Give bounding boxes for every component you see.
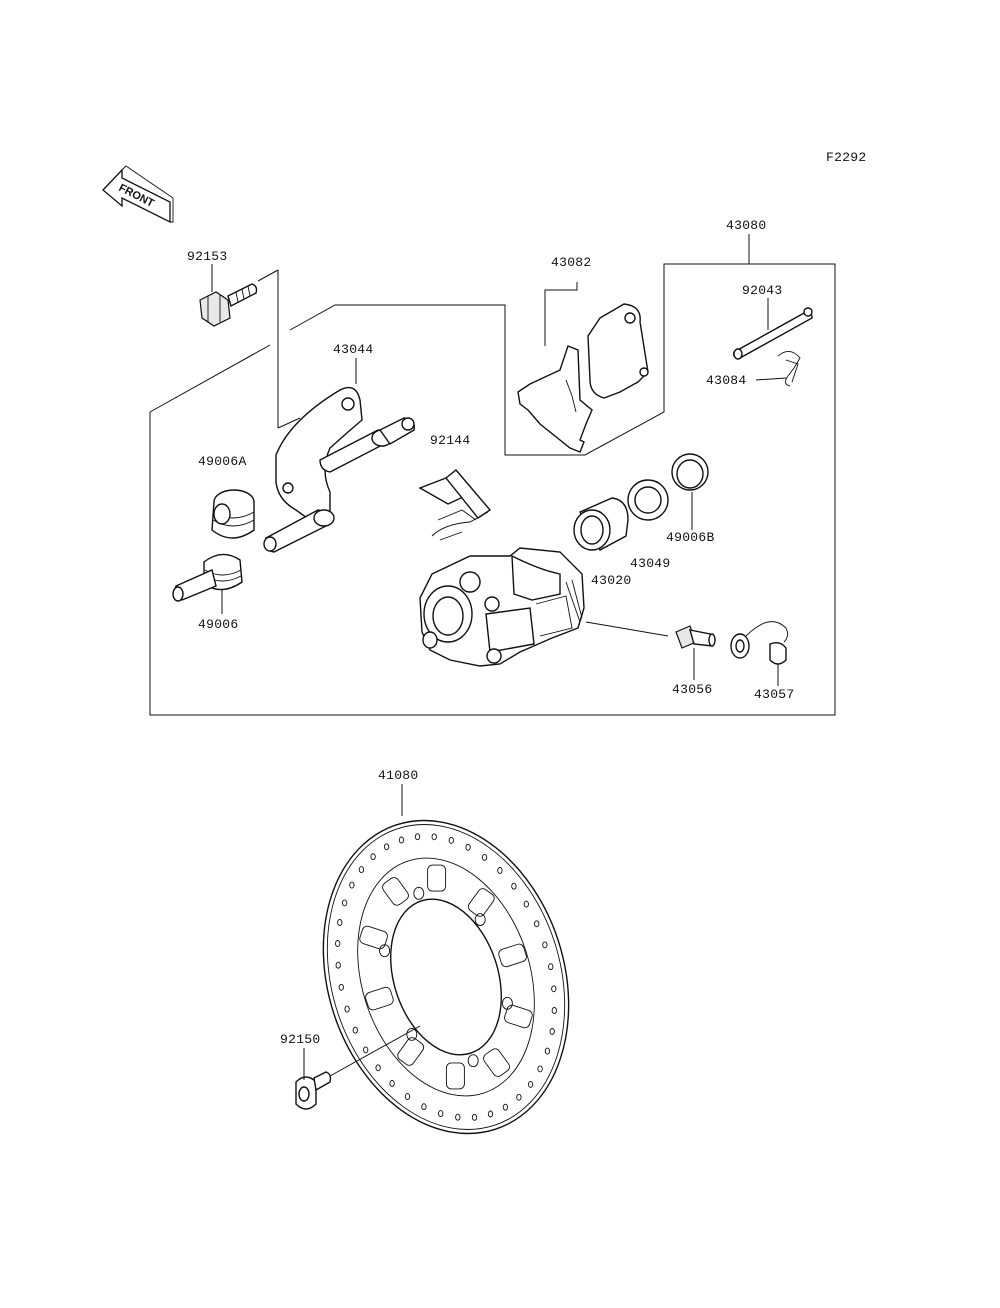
disc-hole — [455, 1113, 461, 1121]
label-43056: 43056 — [672, 682, 713, 697]
disc-hole — [544, 1047, 551, 1055]
disc-hole — [487, 1110, 494, 1118]
disc-bolt-hole — [467, 1054, 479, 1068]
disc-hole — [421, 1103, 427, 1111]
figure-code: F2292 — [826, 150, 867, 165]
pin-92043 — [732, 307, 813, 360]
cap-43057 — [730, 621, 789, 665]
disc-hole — [349, 881, 355, 889]
label-41080: 41080 — [378, 768, 419, 783]
bolt-92150 — [295, 1071, 332, 1110]
disc-vent-window — [467, 888, 495, 917]
disc-bolt-hole — [474, 913, 486, 927]
bracket-43044 — [263, 386, 415, 553]
disc-vent-window — [382, 877, 409, 906]
disc-vent-window — [483, 1048, 510, 1077]
disc-bolt-hole — [501, 996, 513, 1010]
leader-43020 — [585, 621, 669, 637]
label-43057: 43057 — [754, 687, 795, 702]
leader-43082 — [544, 282, 578, 346]
disc-hole — [551, 1007, 557, 1014]
label-43082: 43082 — [551, 255, 592, 270]
disc-hole — [341, 899, 348, 907]
leader-92150-to-disc — [329, 1025, 421, 1077]
disc-vent-window — [498, 943, 527, 968]
disc-hole — [335, 961, 341, 969]
label-43080: 43080 — [726, 218, 767, 233]
label-49006b: 49006B — [666, 530, 715, 545]
caliper-group-frame — [149, 263, 836, 716]
disc-hole — [549, 1028, 555, 1035]
boot-49006a — [211, 489, 255, 539]
disc-hole — [537, 1065, 543, 1073]
disc-hole — [335, 940, 341, 947]
label-92043: 92043 — [742, 283, 783, 298]
disc-hole — [370, 853, 376, 861]
disc-hole — [383, 843, 390, 851]
bolt-leader — [257, 269, 301, 429]
disc-vent-window — [445, 1062, 465, 1090]
disc-hole — [502, 1103, 509, 1111]
disc-bolt-hole — [379, 944, 391, 958]
disc-vent-window — [397, 1037, 425, 1066]
disc-hole — [344, 1005, 350, 1013]
spring-92144 — [418, 469, 492, 541]
disc-vent-window — [359, 925, 388, 950]
disc-hole — [438, 1110, 444, 1118]
disc-hole — [527, 1080, 534, 1088]
disc-hole — [389, 1080, 395, 1087]
leader-43084 — [755, 377, 787, 381]
disc-bolt-hole — [406, 1027, 418, 1041]
disc-hole — [414, 833, 421, 841]
disc-hole — [465, 843, 471, 851]
disc-hole — [497, 867, 503, 874]
disc-vent-window — [504, 1004, 533, 1029]
disc-hole — [471, 1113, 478, 1121]
clip-43084 — [777, 351, 801, 387]
front-arrow-icon: FRONT — [102, 165, 174, 224]
disc-hole — [548, 963, 554, 971]
disc-hole — [481, 853, 488, 861]
brake-pads-43082 — [517, 303, 649, 453]
disc-hole — [337, 919, 343, 926]
bleeder-43056 — [675, 625, 716, 649]
disc-hole — [448, 836, 454, 844]
disc-bolt-hole — [413, 886, 425, 900]
label-92150: 92150 — [280, 1032, 321, 1047]
disc-hole — [352, 1026, 358, 1034]
label-92153: 92153 — [187, 249, 228, 264]
label-43020: 43020 — [591, 573, 632, 588]
disc-hole — [542, 941, 548, 949]
label-92144: 92144 — [430, 433, 471, 448]
boot-49006 — [172, 553, 243, 602]
disc-hole — [363, 1046, 369, 1054]
disc-hole — [398, 836, 405, 844]
seal-ring — [627, 479, 669, 521]
disc-hole — [551, 985, 557, 993]
disc-hole — [375, 1064, 381, 1072]
label-43049: 43049 — [630, 556, 671, 571]
disc-hole — [404, 1093, 411, 1101]
brake-disc-41080 — [322, 819, 570, 1135]
disc-hole — [358, 866, 365, 874]
disc-hole — [516, 1093, 522, 1101]
disc-hole — [338, 983, 344, 991]
disc-hole — [534, 920, 540, 928]
disc-vent-window — [427, 864, 447, 892]
seal-49006b — [671, 453, 709, 491]
disc-hole — [523, 900, 529, 908]
label-43084: 43084 — [706, 373, 747, 388]
bolt-92153 — [199, 283, 258, 327]
label-49006a: 49006A — [198, 454, 247, 469]
label-49006: 49006 — [198, 617, 239, 632]
disc-hole — [511, 882, 517, 890]
disc-vent-window — [365, 986, 394, 1011]
disc-hole — [431, 833, 437, 841]
caliper-43020 — [419, 547, 585, 667]
piston-43049 — [573, 497, 629, 551]
label-43044: 43044 — [333, 342, 374, 357]
